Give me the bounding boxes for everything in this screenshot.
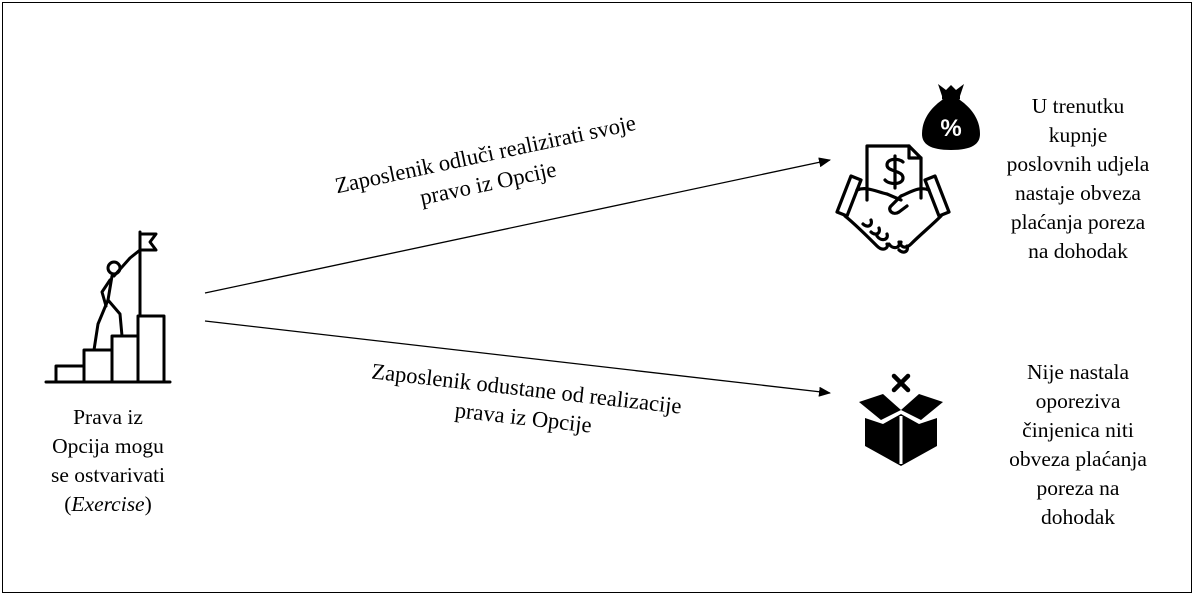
start-label-line: Opcija mogu [52,434,164,458]
outcome-label-line: Nije nastala [1026,360,1130,384]
outcome-label-line: kupnje [1048,123,1108,147]
outcome-label-line: dohodak [1040,505,1116,529]
outcome-label-line: nastaje obveza [1015,181,1141,205]
paren-close: ) [144,492,152,516]
outcome-label-line: U trenutku [1031,94,1125,118]
paren-open: ( [64,492,72,516]
outcome-label-exercise: U trenutku kupnje poslovnih udjela nasta… [984,92,1172,266]
outcome-label-line: na dohodak [1028,239,1128,263]
empty-box-x-icon [859,373,943,466]
outcome-label-line: obveza plaćanja [1009,447,1147,471]
start-label-line: Prava iz [73,405,143,429]
outcome-label-line: oporeziva [1035,389,1121,413]
start-label-line: se ostvarivati [50,463,166,487]
money-bag-percent-icon: % [922,84,980,150]
start-label: Prava iz Opcija mogu se ostvarivati (Exe… [28,403,188,519]
start-label-line-exercise: (Exercise) [28,490,188,519]
outcome-label-line: poreza na [1036,476,1120,500]
climber-flag-icon [44,230,172,384]
outcome-label-line: činjenica niti [1022,418,1134,442]
arrow-exercise [204,157,831,294]
outcome-label-abandon: Nije nastala oporeziva činjenica niti ob… [984,358,1172,532]
handshake-contract-icon [835,144,951,254]
outcome-label-line: plaćanja poreza [1010,210,1146,234]
arrow-abandon [204,320,831,397]
outcome-label-line: poslovnih udjela [1006,152,1150,176]
bag-symbol: % [940,115,961,142]
exercise-term: Exercise [71,492,145,516]
